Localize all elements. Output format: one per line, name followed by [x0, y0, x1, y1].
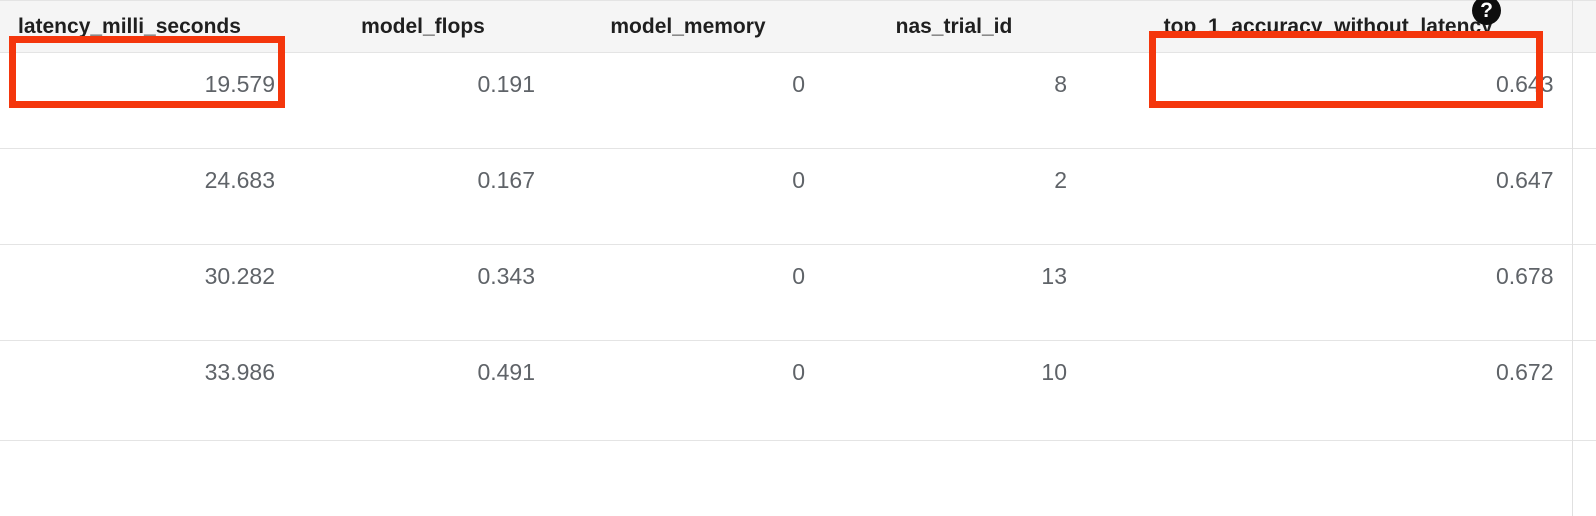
cell-nas-trial-id: 10 [823, 340, 1085, 441]
cell-model-memory: 0 [553, 52, 823, 149]
help-icon[interactable]: ? [1472, 0, 1501, 25]
cell-top-1-accuracy-without-latency: 0.678 [1085, 244, 1572, 341]
cell-model-memory: 0 [553, 340, 823, 441]
column-divider-right [1572, 0, 1573, 516]
table-row[interactable]: 33.986 0.491 0 10 0.672 [0, 340, 1596, 441]
cell-model-flops: 0.167 [293, 148, 553, 245]
cell-model-flops: 0.343 [293, 244, 553, 341]
cell-latency-milli-seconds: 19.579 [0, 52, 293, 149]
cell-top-1-accuracy-without-latency: 0.672 [1085, 340, 1572, 441]
table-row[interactable]: 19.579 0.191 0 8 0.643 [0, 52, 1596, 149]
cell-nas-trial-id: 2 [823, 148, 1085, 245]
table-row[interactable]: 24.683 0.167 0 2 0.647 [0, 148, 1596, 245]
cell-nas-trial-id: 8 [823, 52, 1085, 149]
table-row[interactable]: 30.282 0.343 0 13 0.678 [0, 244, 1596, 341]
cell-overflow [1571, 52, 1596, 149]
cell-overflow [1571, 244, 1596, 341]
results-table: latency_milli_seconds model_flops model_… [0, 0, 1596, 441]
column-header-model-flops[interactable]: model_flops [293, 0, 553, 53]
table-body: 19.579 0.191 0 8 0.643 24.683 0.167 0 2 … [0, 52, 1596, 441]
cell-model-flops: 0.491 [293, 340, 553, 441]
cell-latency-milli-seconds: 30.282 [0, 244, 293, 341]
cell-model-flops: 0.191 [293, 52, 553, 149]
cell-model-memory: 0 [553, 244, 823, 341]
cell-nas-trial-id: 13 [823, 244, 1085, 341]
cell-latency-milli-seconds: 24.683 [0, 148, 293, 245]
column-header-latency-milli-seconds[interactable]: latency_milli_seconds [0, 0, 293, 53]
cell-overflow [1571, 340, 1596, 441]
cell-overflow [1571, 148, 1596, 245]
column-header-model-memory[interactable]: model_memory [553, 0, 823, 53]
table-header-row: latency_milli_seconds model_flops model_… [0, 0, 1596, 53]
cell-top-1-accuracy-without-latency: 0.647 [1085, 148, 1572, 245]
column-header-overflow [1571, 0, 1596, 53]
cell-model-memory: 0 [553, 148, 823, 245]
cell-top-1-accuracy-without-latency: 0.643 [1085, 52, 1572, 149]
cell-latency-milli-seconds: 33.986 [0, 340, 293, 441]
column-header-nas-trial-id[interactable]: nas_trial_id [823, 0, 1085, 53]
